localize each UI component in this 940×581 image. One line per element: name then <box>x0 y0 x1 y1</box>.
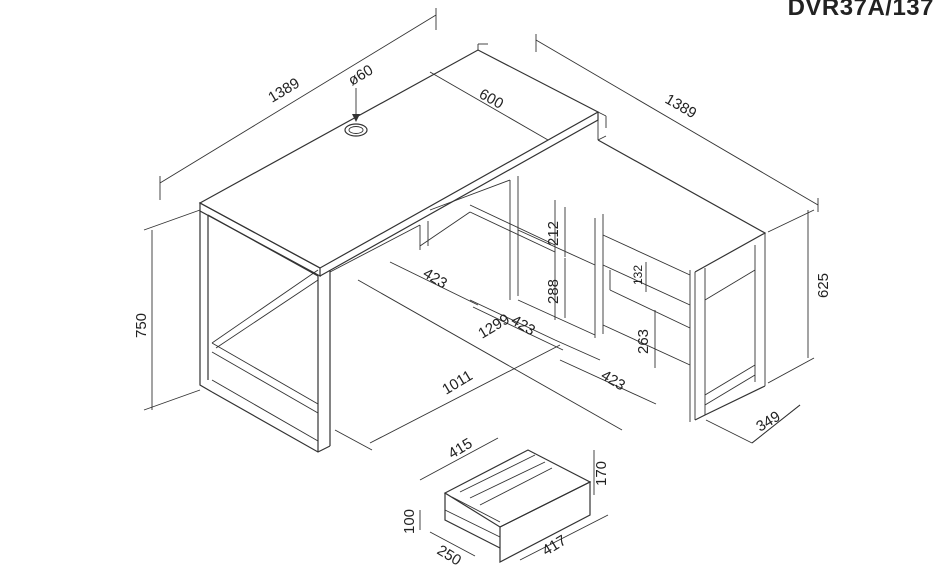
main-desk-top <box>198 43 607 278</box>
grommet-hole <box>344 88 368 137</box>
return-unit <box>419 139 767 422</box>
dim-hole-diameter: ø60 <box>345 62 376 90</box>
dim-drawer-depth: 250 <box>434 542 464 569</box>
model-code: DVR37A/137 <box>787 0 934 21</box>
dim-return-height: 625 <box>815 273 832 298</box>
dim-desk-length: 1389 <box>265 75 302 107</box>
rear-support <box>329 221 429 273</box>
dim-inner-length: 1299 <box>475 311 512 343</box>
dimension-lines <box>143 8 819 451</box>
dim-drawer-width-top: 415 <box>445 435 475 462</box>
dim-drawer-height: 170 <box>593 461 610 486</box>
dimension-labels: 1389 ø60 600 1389 750 625 349 212 288 26… <box>133 62 832 570</box>
dim-drawer-width-bottom: 417 <box>539 532 569 559</box>
dim-drawer-side-height: 100 <box>401 509 418 534</box>
dim-inner-width-3: 423 <box>598 367 628 394</box>
dim-inner-width-1: 423 <box>420 265 450 292</box>
dim-shelf-top: 212 <box>545 221 562 246</box>
dim-shelf-mid: 288 <box>545 279 562 304</box>
dim-leg-span: 1011 <box>439 367 475 398</box>
dim-shelf-bottom: 263 <box>635 329 652 354</box>
dim-desk-height: 750 <box>133 313 150 338</box>
dim-return-depth: 349 <box>753 408 783 435</box>
dim-drawer-slot: 132 <box>631 265 645 285</box>
drawer <box>419 437 609 563</box>
main-desk-left-frame <box>199 211 331 453</box>
dim-inner-width-2: 423 <box>508 312 538 339</box>
dim-desk-depth: 600 <box>476 86 506 113</box>
